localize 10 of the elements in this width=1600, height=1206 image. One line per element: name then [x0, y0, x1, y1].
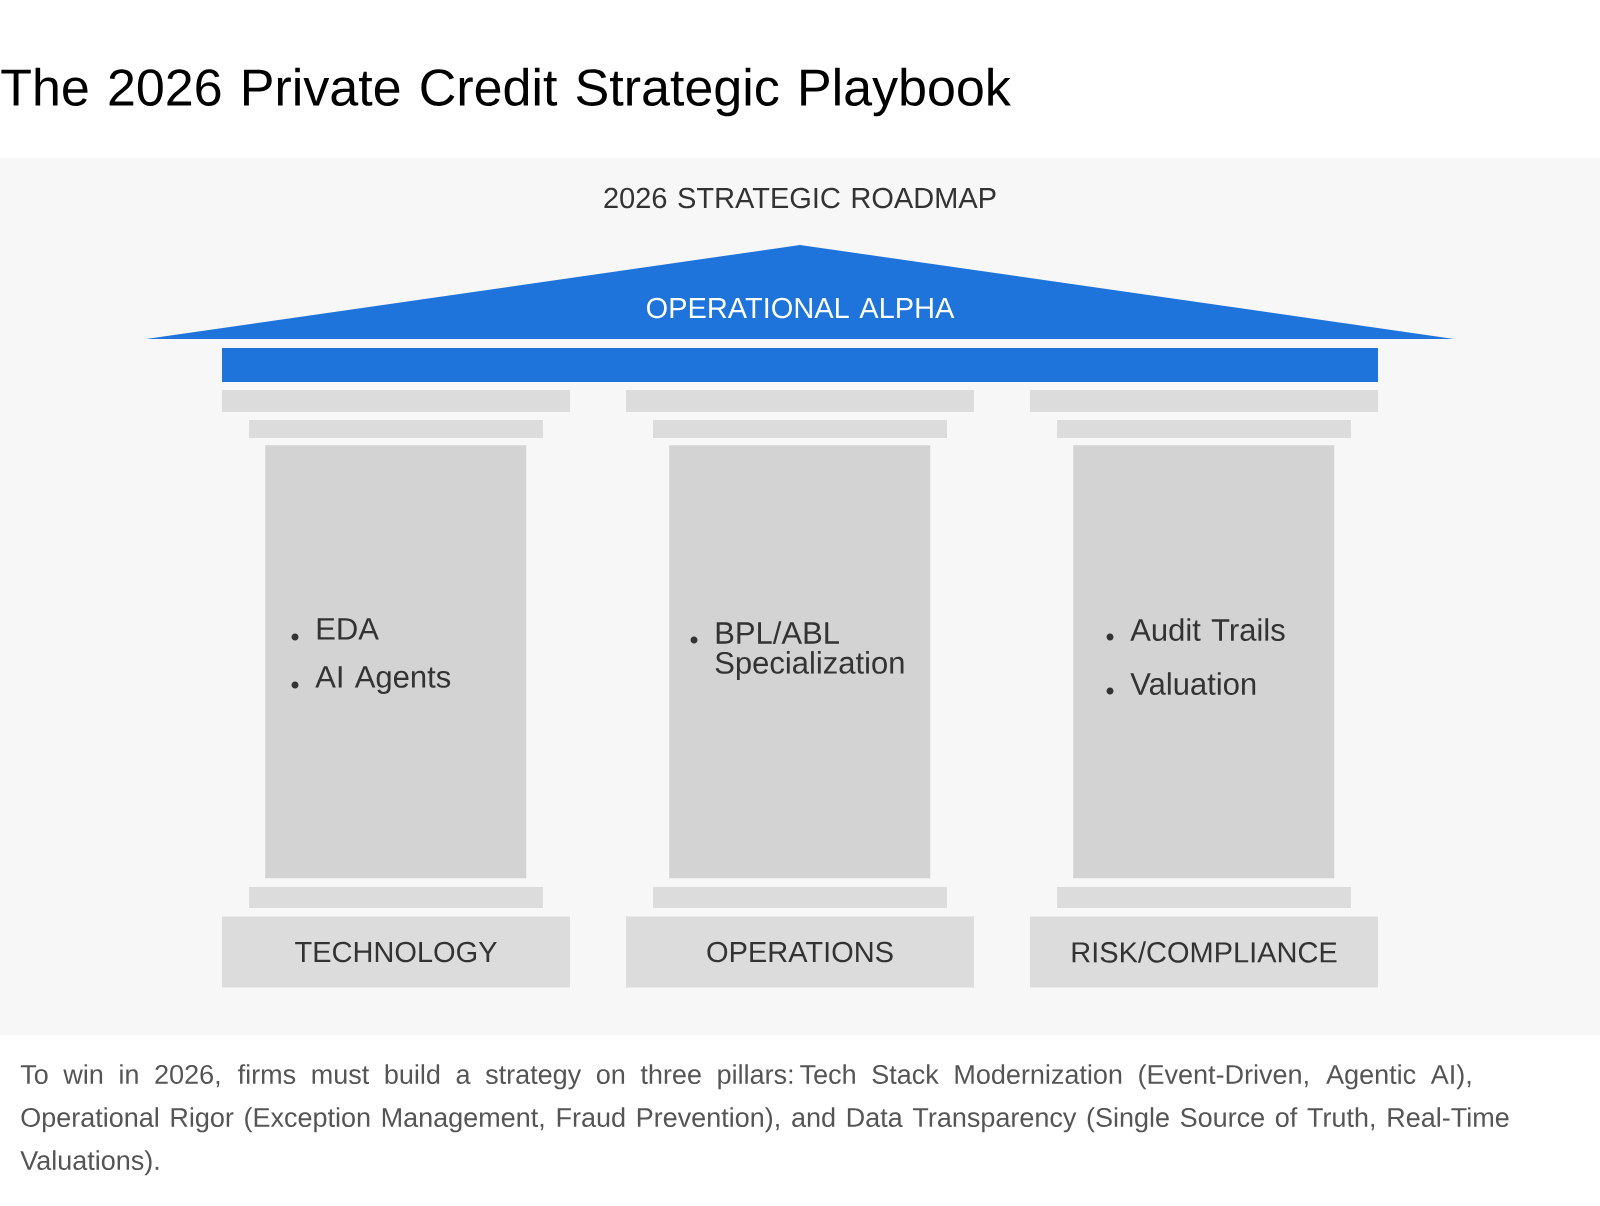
title: The 2026 Private Credit Strategic Playbook [1, 67, 1011, 117]
subtitle: 2026 STRATEGIC ROADMAP [604, 187, 996, 209]
pillar-base: RISK/COMPLIANCE [1030, 916, 1378, 988]
pillar-shaft: BPL/ABL Specialization [669, 445, 931, 879]
roof-triangle: OPERATIONAL ALPHA [146, 245, 1454, 339]
pillar-shaft: EDA AI Agents [265, 445, 527, 879]
pillar-base: OPERATIONS [626, 916, 974, 988]
caption: To win in 2026, firms must build a strategy on three pillars: Tech Stack Modernization (Event-Driven, Agentic AI), Operational Rigor (Exception Management, Fraud Prevention), and Data Transparency (Single Source of Truth, Real-Time Valuations). [20, 1064, 1509, 1176]
pillar-shaft: Audit Trails Valuation [1073, 445, 1335, 879]
pillar-base: TECHNOLOGY [222, 916, 570, 988]
